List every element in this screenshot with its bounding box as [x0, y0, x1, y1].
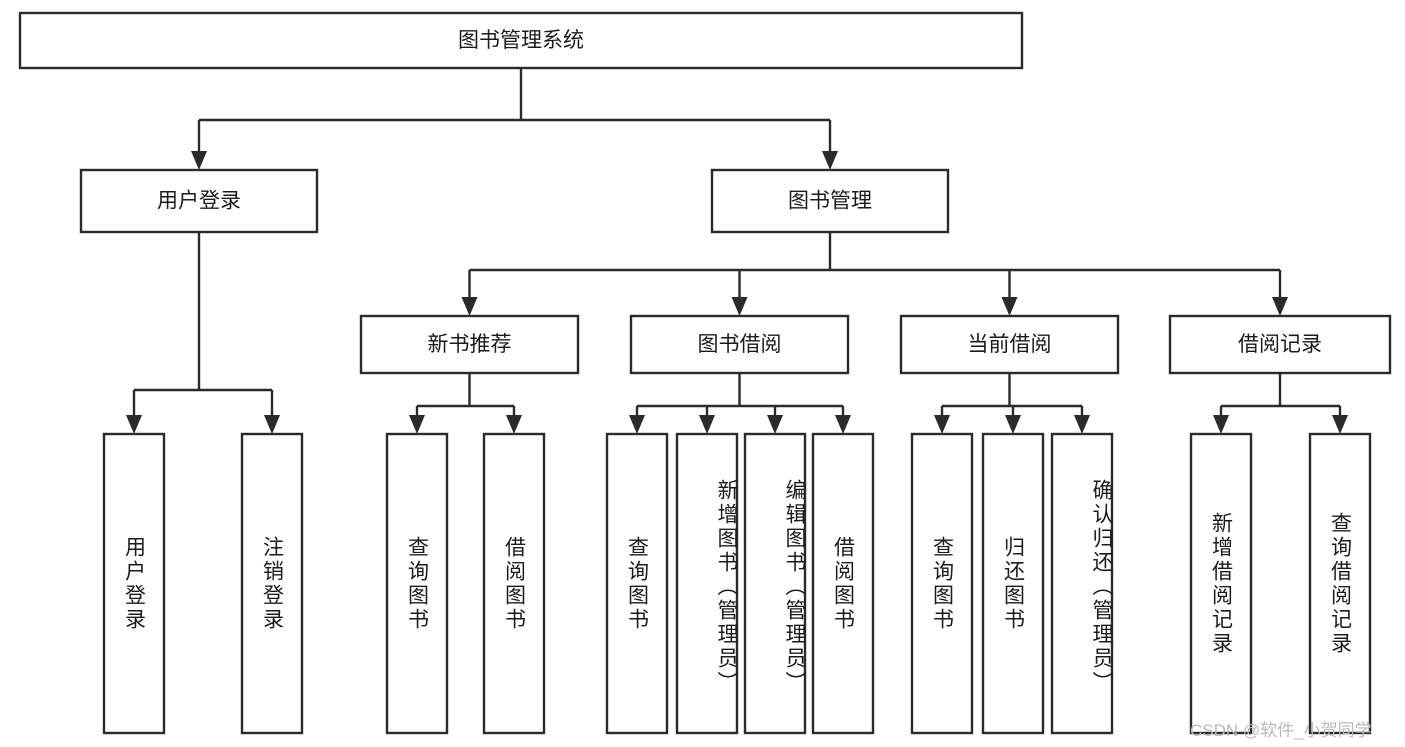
node-box-leaf-query-book-borrow[interactable]	[605, 432, 669, 735]
node-book-borrow[interactable]: 图书借阅	[629, 314, 850, 375]
node-label-user-login: 用户登录	[157, 190, 241, 213]
node-box-root[interactable]	[18, 11, 1024, 70]
node-current-borrow[interactable]: 当前借阅	[899, 314, 1120, 375]
connector-arrow	[699, 415, 715, 434]
connector-arrow	[1332, 415, 1348, 434]
node-box-user-login[interactable]	[79, 168, 319, 234]
node-book-management[interactable]: 图书管理	[710, 168, 950, 234]
node-box-leaf-query-borrow-record[interactable]	[1308, 432, 1372, 735]
node-leaf-query-borrow-record[interactable]	[1308, 432, 1372, 735]
connector-arrow	[822, 151, 838, 170]
node-label-book-management: 图书管理	[788, 190, 872, 213]
node-label-book-borrow: 图书借阅	[698, 333, 782, 356]
connector-arrow	[461, 297, 478, 316]
node-box-leaf-query-book-current[interactable]	[910, 432, 974, 735]
node-box-leaf-logout[interactable]	[240, 432, 304, 735]
node-box-leaf-add-book-admin[interactable]	[675, 432, 739, 735]
node-box-leaf-edit-book-admin[interactable]	[743, 432, 807, 735]
connector-arrow	[934, 415, 950, 434]
connector-arrow	[767, 415, 783, 434]
node-label-borrow-record: 借阅记录	[1238, 333, 1322, 356]
node-root[interactable]: 图书管理系统	[18, 11, 1024, 70]
node-leaf-query-book-current[interactable]	[910, 432, 974, 735]
node-label-new-book-recommend: 新书推荐	[428, 333, 512, 356]
node-box-new-book-recommend[interactable]	[359, 314, 580, 375]
connector-arrow	[629, 415, 645, 434]
node-user-login[interactable]: 用户登录	[79, 168, 319, 234]
node-new-book-recommend[interactable]: 新书推荐	[359, 314, 580, 375]
node-leaf-borrow-book[interactable]	[811, 432, 875, 735]
node-box-book-management[interactable]	[710, 168, 950, 234]
node-label-root: 图书管理系统	[458, 29, 584, 52]
node-box-leaf-return-book[interactable]	[981, 432, 1045, 735]
connector-arrow	[731, 297, 748, 316]
node-box-leaf-borrow-book[interactable]	[811, 432, 875, 735]
node-box-book-borrow[interactable]	[629, 314, 850, 375]
node-leaf-logout[interactable]	[240, 432, 304, 735]
node-leaf-return-book[interactable]	[981, 432, 1045, 735]
node-box-current-borrow[interactable]	[899, 314, 1120, 375]
node-box-leaf-user-login[interactable]	[102, 432, 166, 735]
node-borrow-record[interactable]: 借阅记录	[1168, 314, 1392, 375]
node-leaf-user-login[interactable]	[102, 432, 166, 735]
connector-arrow	[1001, 297, 1018, 316]
connector-arrow	[264, 415, 280, 434]
node-box-leaf-query-book-rec[interactable]	[385, 432, 449, 735]
connectors-layer	[126, 68, 1348, 434]
connector-arrow	[1272, 297, 1288, 316]
node-leaf-add-book-admin[interactable]	[675, 432, 739, 735]
node-leaf-query-book-borrow[interactable]	[605, 432, 669, 735]
node-leaf-query-book-rec[interactable]	[385, 432, 449, 735]
connector-arrow	[126, 415, 142, 434]
node-box-leaf-borrow-book-rec[interactable]	[482, 432, 546, 735]
connector-arrow	[835, 415, 851, 434]
connector-arrow	[1005, 415, 1021, 434]
connector-arrow	[191, 151, 207, 170]
node-box-leaf-confirm-return-admin[interactable]	[1050, 432, 1114, 735]
node-box-borrow-record[interactable]	[1168, 314, 1392, 375]
node-leaf-confirm-return-admin[interactable]	[1050, 432, 1114, 735]
connector-arrow	[506, 415, 522, 434]
connector-arrow	[1213, 415, 1229, 434]
node-box-leaf-add-borrow-record[interactable]	[1189, 432, 1253, 735]
node-leaf-add-borrow-record[interactable]	[1189, 432, 1253, 735]
connector-arrow	[1074, 415, 1090, 434]
node-leaf-borrow-book-rec[interactable]	[482, 432, 546, 735]
node-label-current-borrow: 当前借阅	[968, 333, 1052, 356]
connector-arrow	[409, 415, 425, 434]
node-leaf-edit-book-admin[interactable]	[743, 432, 807, 735]
csdn-watermark: CSDN @软件_小贺同学	[1190, 721, 1372, 740]
